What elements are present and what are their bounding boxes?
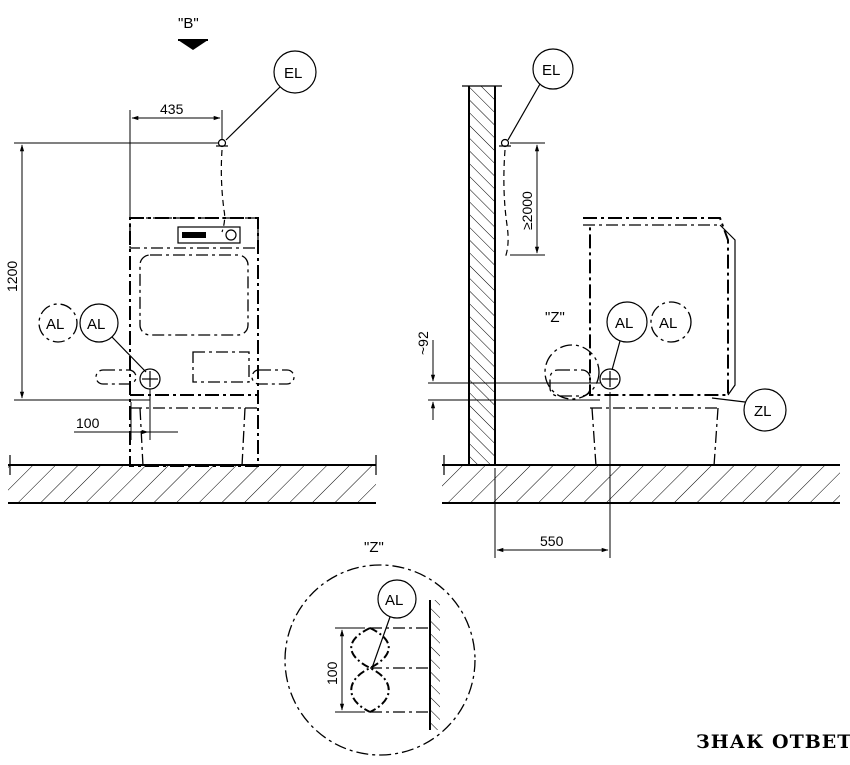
callout-al-right-1: AL (615, 315, 633, 332)
callout-al-detail: AL (385, 592, 403, 609)
machine-body-front (129, 217, 259, 467)
callout-al-right-2: AL (659, 315, 677, 332)
dim-1200: 1200 (4, 261, 20, 292)
dim-435: 435 (160, 101, 184, 117)
callout-al-left-2: AL (87, 316, 105, 333)
control-panel (177, 226, 241, 244)
dim-2000: ≥2000 (519, 191, 535, 230)
wall (469, 86, 495, 465)
detail-label: "Z" (364, 539, 384, 556)
detail-z: "Z" 100 AL (284, 539, 476, 756)
callout-al-left-1: AL (46, 316, 64, 333)
drain-connection-side (599, 368, 621, 390)
watermark: ЗНАК ОТВЕТА (696, 731, 850, 753)
drain-hose-right (251, 369, 295, 385)
floor-left (8, 465, 376, 503)
view-arrow-icon (178, 40, 208, 50)
front-view: "B" 435 (4, 15, 377, 504)
view-label-b: "B" (178, 15, 199, 32)
door-outline (139, 254, 249, 336)
callout-el-left: EL (284, 65, 302, 82)
dim-92: ~92 (415, 331, 431, 355)
machine-body-side (583, 217, 729, 396)
callout-zl: ZL (754, 403, 772, 420)
floor-right (442, 465, 840, 503)
dim-100-left: 100 (76, 415, 100, 431)
outlet-icon-side (499, 138, 511, 148)
dim-550: 550 (540, 533, 564, 549)
callout-el-right: EL (542, 62, 560, 79)
detail-label-top: "Z" (545, 309, 565, 326)
dim-100-detail: 100 (324, 661, 340, 685)
side-view: ≥2000 ~92 550 "Z" EL AL AL ZL (415, 48, 840, 558)
